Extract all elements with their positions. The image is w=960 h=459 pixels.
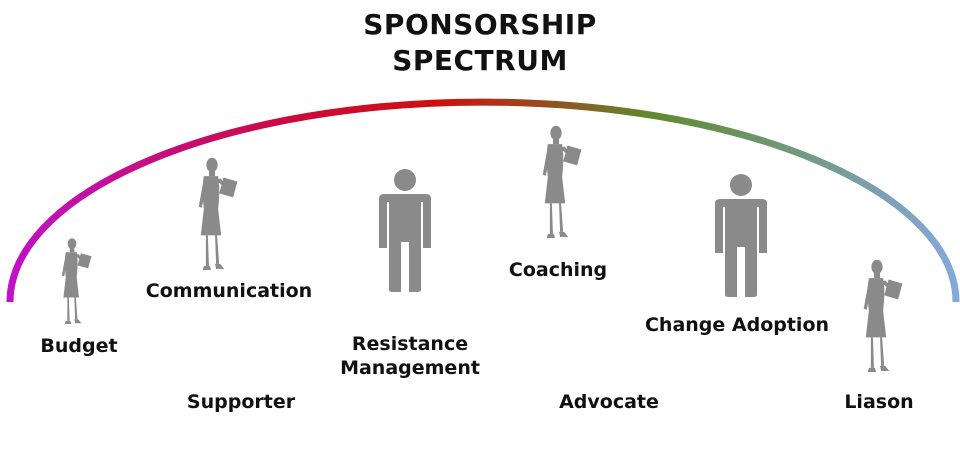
label-resistance-line-1: Resistance [351,333,469,355]
label-coaching: Coaching [508,259,608,281]
label-communication: Communication [145,280,313,302]
businesswoman-icon [198,157,238,270]
label-change-adoption: Change Adoption [644,314,830,336]
label-advocate: Advocate [559,391,659,413]
label-budget: Budget [40,335,118,357]
title-line-2: SPECTRUM [392,44,568,77]
businesswoman-icon [863,259,903,372]
businesswoman-icon [542,125,582,238]
businesswoman-icon [61,238,92,324]
title-line-1: SPONSORSHIP [363,8,597,41]
label-supporter: Supporter [186,391,296,413]
person-icon [715,174,767,297]
spectrum-arc [6,98,960,303]
label-resistance-line-2: Management [340,357,480,379]
label-liason: Liason [844,391,914,413]
person-icon [379,169,431,292]
